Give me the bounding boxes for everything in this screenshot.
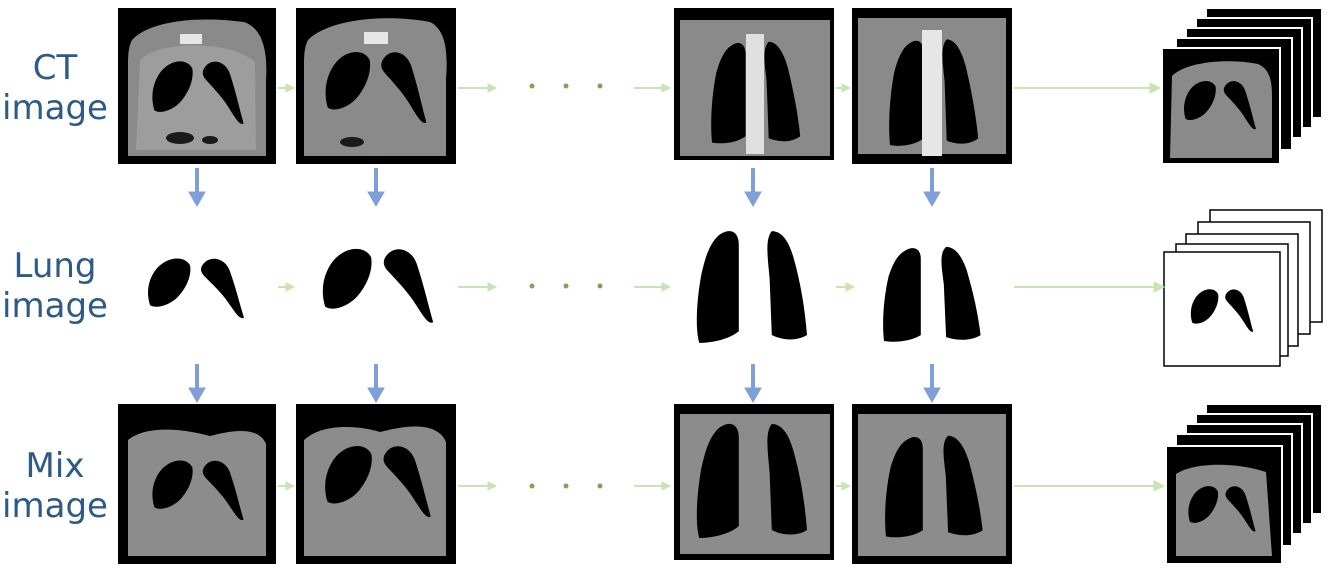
lung-volume-stack (1163, 209, 1323, 367)
down-arrow-lung-mix-4 (923, 364, 941, 404)
mix-volume-stack (1165, 403, 1323, 565)
lung-mask-4 (883, 246, 981, 342)
mix-slice-2 (296, 404, 456, 564)
down-arrow-lung-mix-2 (367, 364, 385, 404)
mix-slice-1 (118, 404, 276, 564)
flow-arrow-ct-3 (634, 83, 672, 93)
ct-slice-1 (118, 8, 276, 164)
lung-mask-3 (696, 231, 807, 343)
row-label-mix-line1: Mix (25, 446, 85, 486)
row-label-lung: Lung image (0, 246, 110, 326)
lung-mask-1 (148, 258, 244, 319)
flow-arrows (278, 82, 1166, 492)
row-label-mix-line2: image (2, 486, 108, 526)
flow-arrow-lung-1 (278, 282, 296, 292)
ct-slice-4 (852, 8, 1012, 164)
ellipsis-mix (529, 483, 603, 489)
flow-arrow-ct-5 (1014, 82, 1162, 94)
row-label-mix: Mix image (0, 446, 110, 526)
down-arrow-ct-lung-4 (923, 168, 941, 208)
down-arrow-ct-lung-2 (367, 168, 385, 208)
flow-arrow-lung-5 (1014, 281, 1166, 293)
flow-arrow-lung-2 (458, 282, 498, 292)
down-arrow-lung-mix-1 (188, 364, 206, 404)
ellipsis-dots (529, 83, 603, 489)
flow-arrow-mix-2 (458, 481, 498, 491)
ellipsis-lung (529, 283, 603, 289)
flow-arrow-mix-3 (634, 481, 672, 491)
flow-arrow-ct-1 (278, 83, 296, 93)
flow-arrow-ct-2 (458, 83, 498, 93)
flow-arrow-mix-4 (836, 481, 852, 491)
flow-arrow-ct-4 (836, 83, 852, 93)
down-arrows (188, 168, 941, 404)
down-arrow-lung-mix-3 (744, 364, 762, 404)
row-label-ct-line1: CT (32, 48, 78, 88)
lung-mask-2 (322, 248, 434, 323)
row-label-lung-line1: Lung (13, 246, 97, 286)
mix-slice-4 (852, 404, 1012, 564)
down-arrow-ct-lung-3 (744, 168, 762, 208)
ct-slice-2 (296, 8, 456, 164)
flow-arrow-mix-1 (278, 481, 296, 491)
ct-slice-3 (674, 8, 834, 160)
row-label-lung-line2: image (2, 286, 108, 326)
flow-arrow-lung-3 (634, 282, 672, 292)
ellipsis-ct (529, 83, 603, 89)
ct-volume-stack (1161, 7, 1323, 165)
flow-arrow-mix-5 (1014, 480, 1166, 492)
down-arrow-ct-lung-1 (188, 168, 206, 208)
mix-slice-3 (674, 404, 834, 560)
row-label-ct-line2: image (2, 88, 108, 128)
row-label-ct: CT image (0, 48, 110, 128)
flow-arrow-lung-4 (836, 282, 856, 292)
